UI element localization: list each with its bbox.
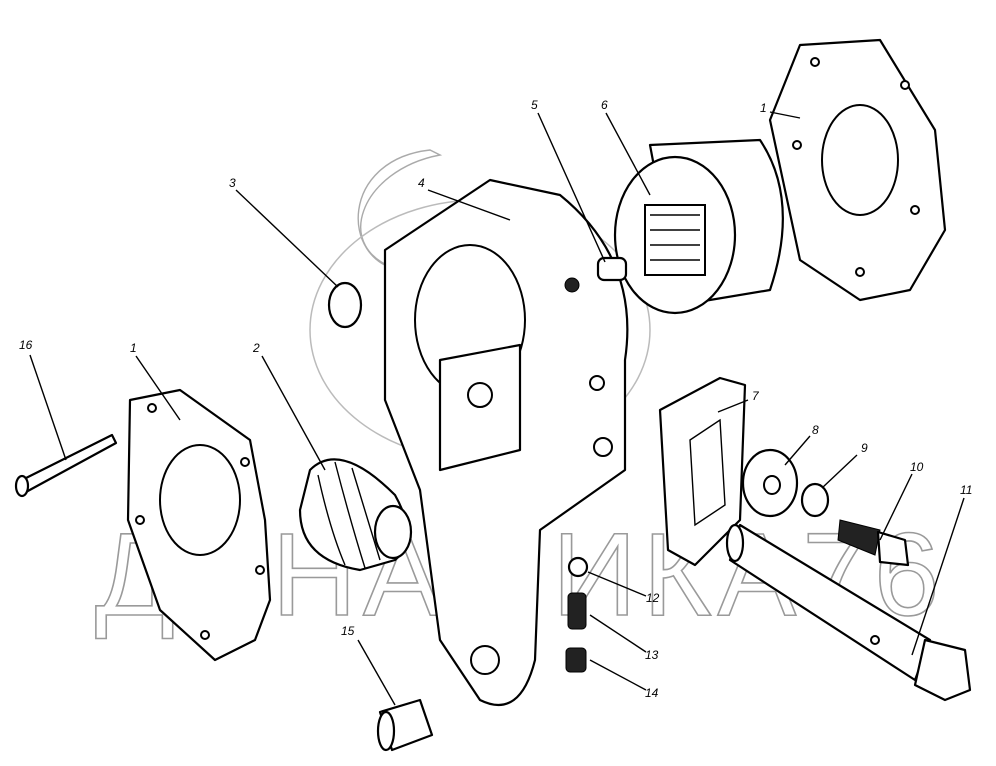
callout-16: 16 <box>19 338 33 352</box>
callout-11: 11 <box>960 483 972 497</box>
callout-5: 5 <box>531 98 538 112</box>
grease-nipple <box>564 256 628 293</box>
ball <box>567 556 589 578</box>
bushing <box>376 698 434 752</box>
callout-1-right: 1 <box>760 101 767 115</box>
callout-3: 3 <box>229 176 236 190</box>
callout-10: 10 <box>910 460 924 474</box>
lever-body <box>383 178 629 706</box>
callout-labels: 1 1 2 3 4 5 6 7 8 9 10 11 12 13 14 15 16 <box>19 98 972 700</box>
callout-8: 8 <box>812 423 819 437</box>
spring <box>567 592 587 630</box>
callout-7: 7 <box>752 389 760 403</box>
callout-14: 14 <box>645 686 659 700</box>
spring-washer <box>800 482 830 518</box>
pin <box>14 433 118 498</box>
locking-plate <box>658 376 747 567</box>
callout-15: 15 <box>341 624 355 638</box>
callout-9: 9 <box>861 441 868 455</box>
callout-4: 4 <box>418 176 425 190</box>
axle-bolt <box>725 523 972 702</box>
callout-12: 12 <box>646 591 660 605</box>
callout-2: 2 <box>252 341 260 355</box>
flange-plate-left <box>126 388 272 662</box>
washer <box>741 448 799 518</box>
worm-gear <box>613 138 784 315</box>
worm-shaft <box>298 458 413 572</box>
plug-screw <box>565 647 587 673</box>
bolt <box>837 519 910 567</box>
flange-plate-right <box>768 38 947 302</box>
callout-6: 6 <box>601 98 608 112</box>
o-ring <box>327 281 363 329</box>
callout-1-left: 1 <box>130 341 137 355</box>
callout-13: 13 <box>645 648 659 662</box>
leader-lines <box>29 111 965 706</box>
